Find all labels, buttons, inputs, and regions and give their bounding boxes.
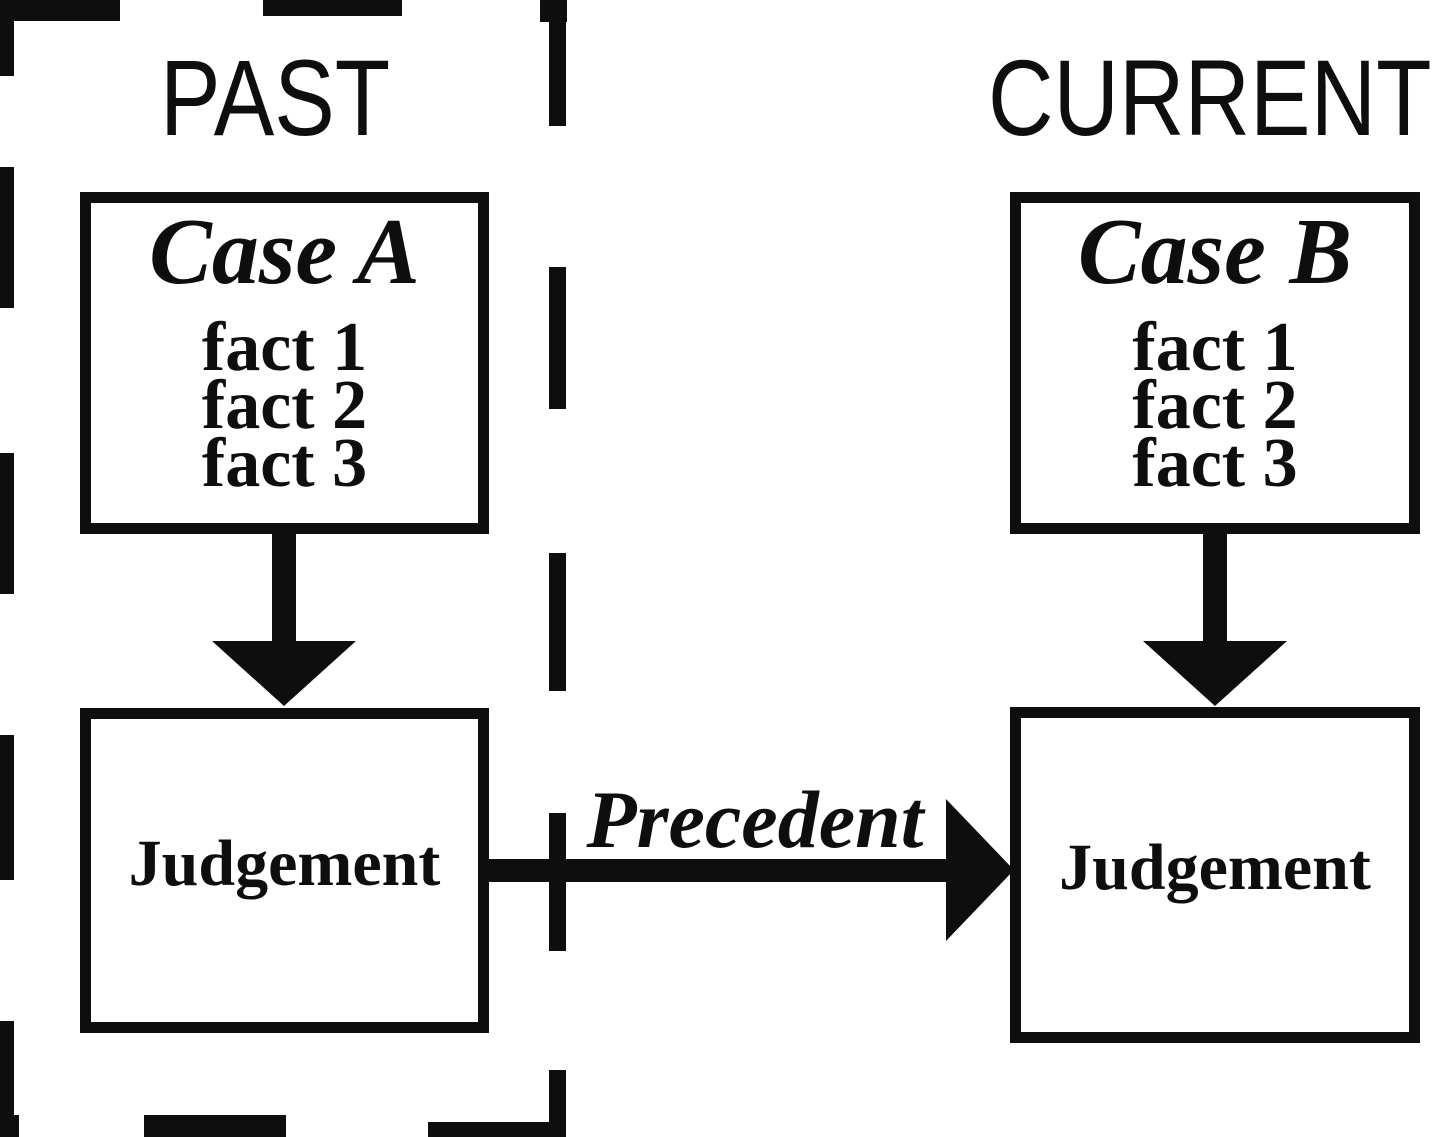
frame-dash	[549, 1070, 566, 1137]
case-b-facts: fact 1 fact 2 fact 3	[1021, 309, 1409, 502]
precedent-label: Precedent	[586, 774, 924, 865]
case-a-box: Case A fact 1 fact 2 fact 3	[80, 192, 489, 534]
frame-dash	[0, 0, 120, 21]
case-b-fact-2: fact 2	[1132, 367, 1298, 444]
case-a-title: Case A	[149, 200, 420, 304]
past-zone-label: PAST	[160, 37, 391, 158]
case-b-fact-1: fact 1	[1132, 309, 1298, 386]
frame-dash	[0, 735, 14, 880]
arrow-stem	[1203, 531, 1227, 641]
arrow-head-down-icon	[212, 641, 356, 706]
current-zone-label: CURRENT	[988, 37, 1432, 158]
frame-dash	[0, 1021, 14, 1126]
frame-dash	[549, 813, 566, 951]
arrow-head-down-icon	[1143, 641, 1287, 706]
arrow-head-right-icon	[946, 799, 1014, 941]
frame-dash	[0, 167, 14, 308]
frame-dash	[549, 553, 566, 691]
case-b-box: Case B fact 1 fact 2 fact 3	[1010, 192, 1420, 534]
frame-dash	[0, 1115, 19, 1137]
frame-dash	[263, 0, 402, 16]
case-a-fact-1: fact 1	[201, 309, 368, 386]
judgement-a-label: Judgement	[128, 826, 441, 900]
arrow-stem	[272, 531, 296, 641]
arrow-stem	[486, 859, 946, 882]
judgement-b-label: Judgement	[1059, 831, 1371, 904]
case-a-fact-2: fact 2	[201, 367, 368, 444]
case-b-title: Case B	[1077, 200, 1353, 304]
case-b-fact-3: fact 3	[1132, 425, 1298, 502]
frame-dash	[0, 453, 14, 594]
frame-dash	[428, 1122, 566, 1137]
case-a-facts: fact 1 fact 2 fact 3	[91, 309, 478, 502]
case-a-fact-3: fact 3	[201, 425, 368, 502]
judgement-b-box: Judgement	[1010, 707, 1420, 1043]
judgement-a-box: Judgement	[80, 708, 489, 1033]
frame-dash	[549, 0, 566, 126]
frame-dash	[0, 0, 14, 76]
frame-dash	[549, 267, 566, 409]
frame-dash	[144, 1115, 286, 1137]
